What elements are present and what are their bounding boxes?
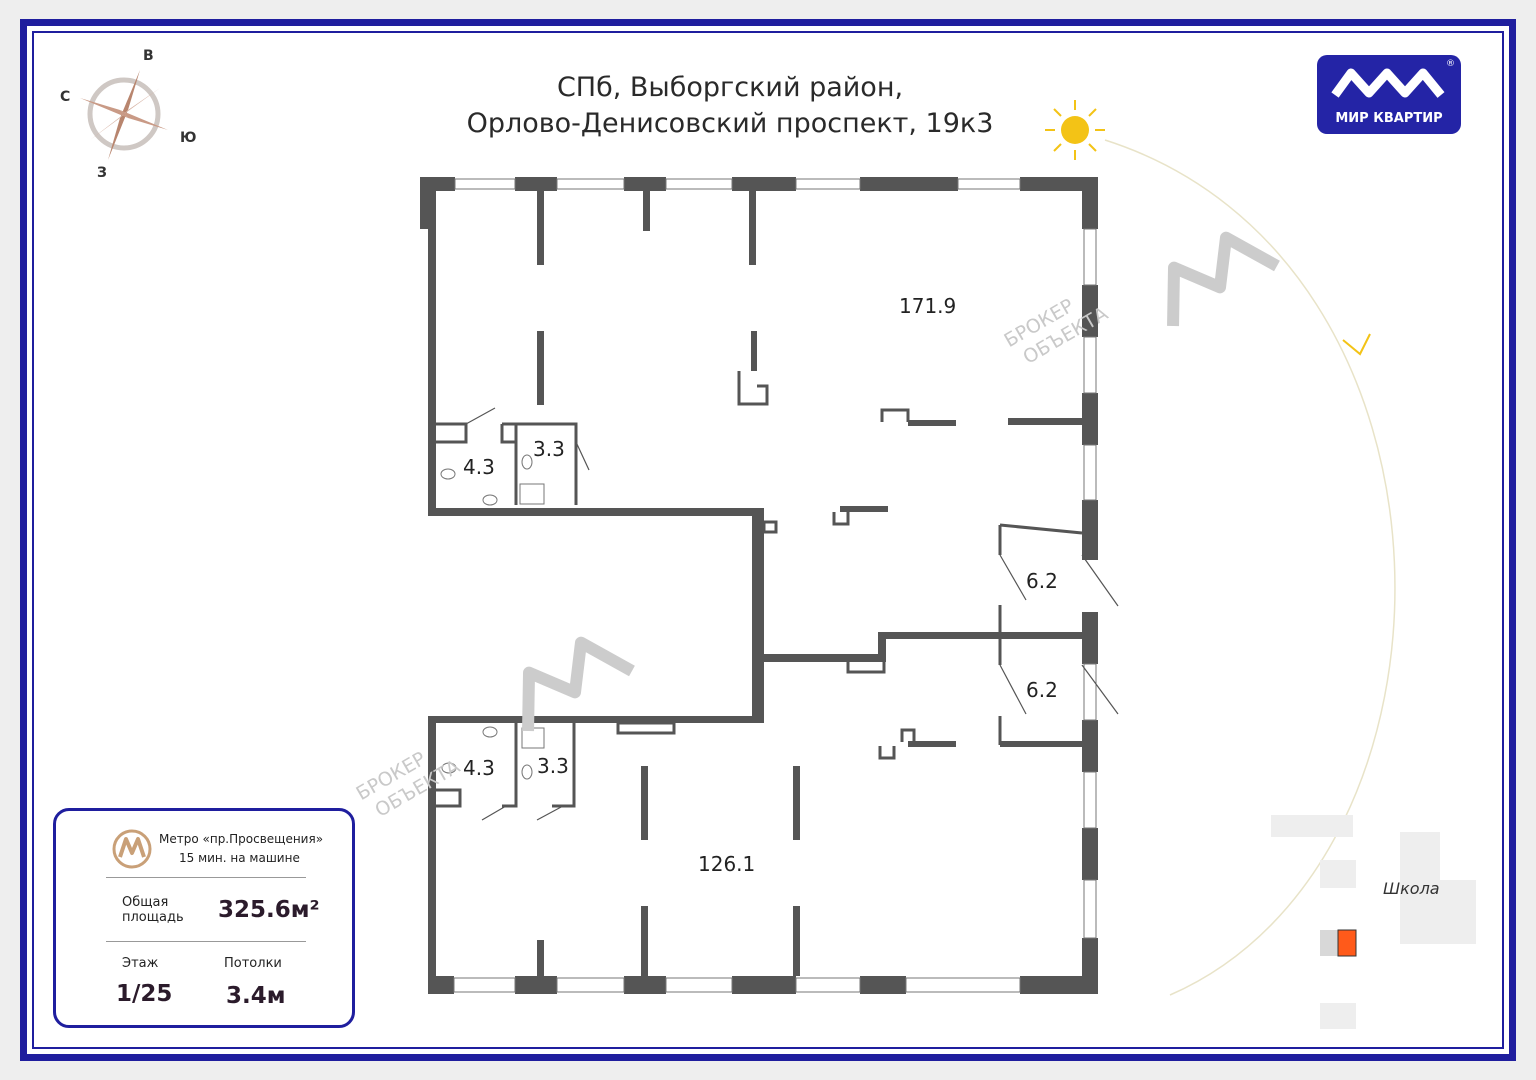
room-area-a: 6.2 (1026, 569, 1058, 593)
compass-e: Ю (180, 130, 197, 146)
compass-rose-icon (80, 70, 168, 160)
floor-value: 1/25 (116, 981, 173, 1007)
room-area-wc-2: 3.3 (533, 437, 565, 461)
moon-icon (1131, 973, 1162, 1021)
area-value: 325.6м² (218, 897, 320, 923)
compass-w: С (60, 89, 71, 105)
inner-frame (32, 31, 1504, 1049)
compass-n: В (143, 48, 154, 64)
room-area-wc-1: 4.3 (463, 455, 495, 479)
sun-icon (1045, 100, 1105, 160)
watermark-logo-icon (522, 636, 635, 732)
room-area-wc-3: 4.3 (463, 756, 495, 780)
ceiling-label: Потолки (224, 956, 282, 971)
walls (420, 177, 1098, 994)
compass-s: З (97, 165, 107, 181)
windows (453, 178, 1097, 993)
partitions (436, 371, 1083, 808)
title-line-1: СПб, Выборгский район, (556, 72, 904, 103)
map-building-highlight (1337, 929, 1357, 957)
map-building (1320, 930, 1338, 956)
doors (465, 407, 1119, 821)
metro-name: Метро «пр.Просвещения» (159, 832, 324, 846)
floor-label: Этаж (122, 956, 159, 971)
area-label-2: площадь (122, 910, 184, 925)
map-label-school: Школа (1383, 879, 1440, 898)
ceiling-value: 3.4м (226, 983, 286, 1009)
area-label-1: Общая (122, 895, 169, 910)
room-area-main-lower: 126.1 (698, 852, 756, 876)
divider (106, 941, 306, 942)
metro-icon (112, 829, 152, 869)
room-area-main-upper: 171.9 (899, 294, 957, 318)
room-area-b: 6.2 (1026, 678, 1058, 702)
watermark-logo-icon (1167, 231, 1280, 327)
map-blocks (1271, 815, 1476, 1029)
metro-time: 15 мин. на машине (179, 851, 300, 865)
title-line-2: Орлово-Денисовский проспект, 19к3 (466, 108, 994, 139)
logo-text: МИР КВАРТИР (1335, 111, 1443, 126)
company-logo: ® МИР КВАРТИР (1317, 55, 1461, 134)
divider (106, 877, 306, 878)
direction-arrow-icon (1342, 333, 1371, 356)
info-card: Метро «пр.Просвещения» 15 мин. на машине… (53, 808, 355, 1028)
logo-mark-icon (1331, 68, 1445, 98)
fixtures (440, 454, 545, 780)
logo-registered: ® (1446, 59, 1455, 69)
room-area-wc-4: 3.3 (537, 754, 569, 778)
